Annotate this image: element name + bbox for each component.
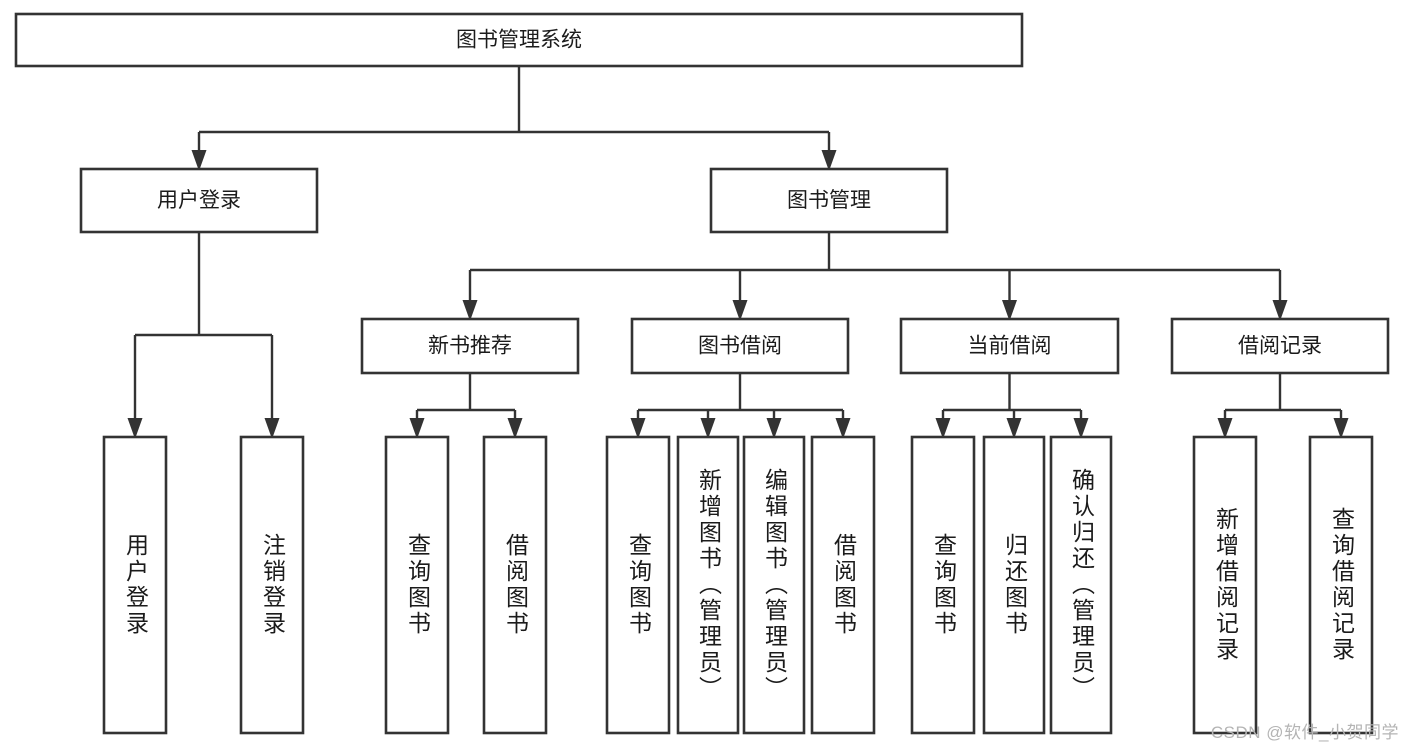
node-label-book-borrow: 图书借阅 [698,335,782,358]
arrowhead-leaf-return-book [1006,418,1022,439]
node-box-user-login[interactable] [79,167,319,234]
node-box-leaf-borrow-book-rec[interactable] [482,435,548,735]
node-box-root[interactable] [14,12,1024,68]
node-box-leaf-add-book-admin[interactable] [676,435,740,735]
arrowhead-level2-0 [191,150,207,171]
arrowhead-leaf-borrow-book [835,418,851,439]
node-box-book-management[interactable] [709,167,949,234]
arrowhead-level3-3 [1272,300,1288,321]
arrowhead-leaf-confirm-return-admin [1073,418,1089,439]
node-box-leaf-borrow-book[interactable] [810,435,876,735]
arrowhead-leaf-query-book-rec [409,418,425,439]
node-box-leaf-logout[interactable] [239,435,305,735]
node-label-current-borrow: 当前借阅 [968,335,1052,358]
node-box-leaf-return-book[interactable] [982,435,1046,735]
node-box-current-borrow[interactable] [899,317,1120,375]
node-box-leaf-query-book-current[interactable] [910,435,976,735]
arrowhead-leaf-query-borrow-record [1333,418,1349,439]
node-box-book-borrow[interactable] [630,317,850,375]
node-box-leaf-edit-book-admin[interactable] [742,435,806,735]
arrowhead-leaf-logout [264,418,280,439]
node-box-new-book-recommend[interactable] [360,317,580,375]
connectors-layer [127,66,1349,439]
node-label-user-login: 用户登录 [157,189,241,212]
node-label-new-book-recommend: 新书推荐 [428,335,512,358]
boxes-layer [14,12,1390,735]
arrowhead-leaf-user-login [127,418,143,439]
arrowhead-level3-0 [462,300,478,321]
arrowhead-leaf-borrow-book-rec [507,418,523,439]
arrowhead-leaf-query-book-current [935,418,951,439]
arrowhead-level3-1 [732,300,748,321]
arrowhead-level3-2 [1002,300,1017,321]
arrowhead-leaf-add-book-admin [700,418,716,439]
arrowhead-leaf-query-book-borrow [630,418,646,439]
node-box-leaf-query-borrow-record[interactable] [1308,435,1374,735]
csdn-watermark: CSDN @软件_小贺同学 [1210,723,1399,742]
node-label-root: 图书管理系统 [456,29,582,52]
node-box-leaf-query-book-rec[interactable] [384,435,450,735]
node-box-leaf-add-borrow-record[interactable] [1192,435,1258,735]
node-label-borrow-record: 借阅记录 [1238,335,1322,358]
node-box-leaf-confirm-return-admin[interactable] [1049,435,1113,735]
arrowhead-leaf-edit-book-admin [766,418,782,439]
arrowhead-level2-1 [821,150,837,171]
arrowhead-leaf-add-borrow-record [1217,418,1233,439]
node-label-book-management: 图书管理 [787,189,871,212]
node-box-borrow-record[interactable] [1170,317,1390,375]
node-box-leaf-user-login[interactable] [102,435,168,735]
node-box-leaf-query-book-borrow[interactable] [605,435,671,735]
